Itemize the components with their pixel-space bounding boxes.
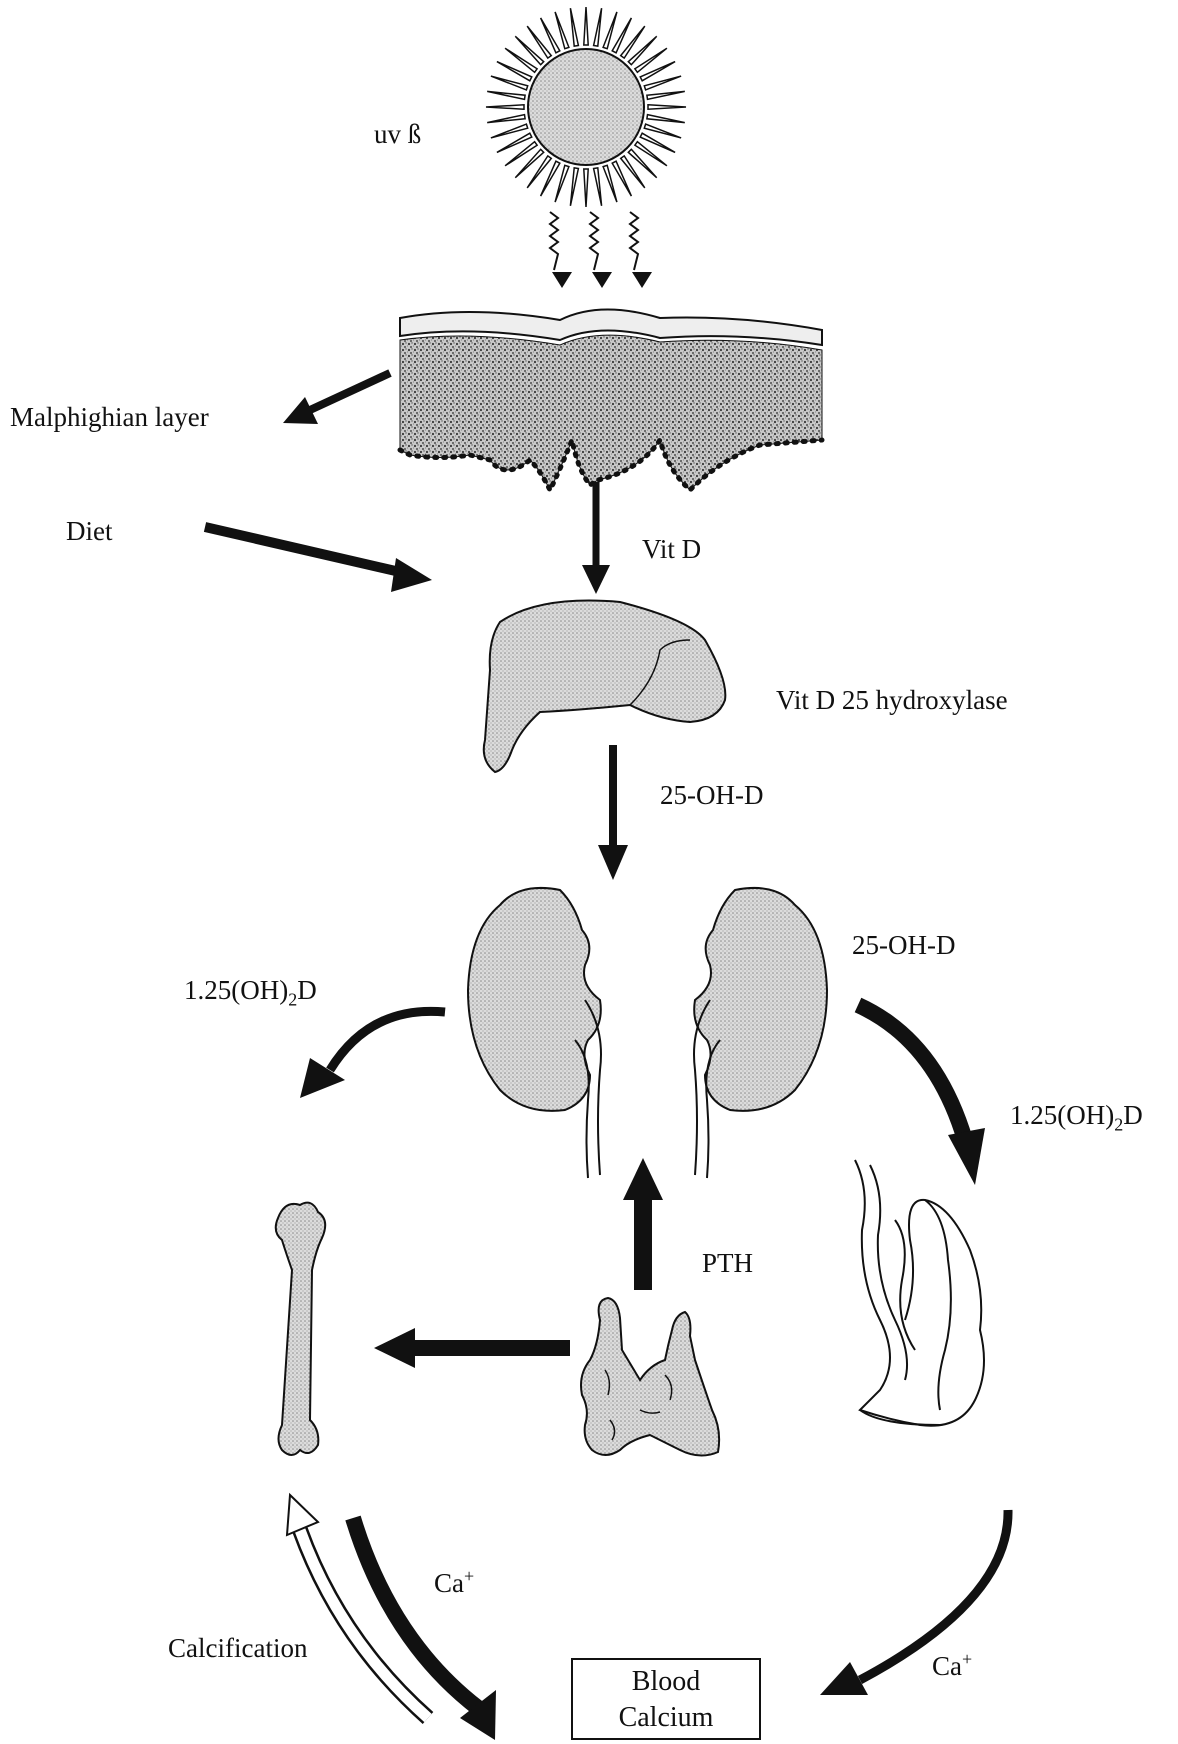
ca-right-sup: +: [962, 1649, 972, 1669]
dihydroxy-left-main: 1.25(OH): [184, 975, 288, 1005]
ca-left-main: Ca: [434, 1568, 464, 1598]
sun-ray: [487, 91, 525, 99]
sun-ray: [584, 7, 588, 45]
sun-ray: [491, 124, 528, 138]
kidney-icon: [468, 888, 827, 1178]
ca-right-label: Ca+: [932, 1650, 972, 1680]
ca-left-label: Ca+: [434, 1567, 474, 1597]
sun-ray: [555, 165, 569, 202]
pth-label: PTH: [702, 1250, 753, 1277]
blood-line-2: Calcium: [573, 1700, 759, 1736]
arrow-pth-up: [623, 1158, 663, 1290]
blood-calcium-box: Blood Calcium: [571, 1658, 761, 1740]
sun-ray: [644, 76, 681, 90]
dihydroxy-left-sub: 2: [288, 989, 297, 1009]
vit-d-label: Vit D: [642, 536, 701, 563]
parathyroid-icon: [581, 1298, 719, 1456]
arrow-intestine-to-blood: [820, 1510, 1008, 1695]
sun-ray: [648, 105, 686, 109]
malpighian-layer-label: Malphighian layer: [10, 404, 209, 431]
bone-icon: [276, 1203, 325, 1455]
liver-25-oh-d-label: 25-OH-D: [660, 782, 763, 809]
dihydroxy-right-main: 1.25(OH): [1010, 1100, 1114, 1130]
dihydroxy-left-label: 1.25(OH)2D: [184, 977, 317, 1008]
sun-ray: [594, 8, 602, 46]
sun-ray: [570, 168, 578, 206]
sun-ray: [491, 76, 528, 90]
ca-right-main: Ca: [932, 1651, 962, 1681]
sun-ray: [644, 124, 681, 138]
arrow-to-bone: [374, 1328, 570, 1368]
sun-ray: [647, 91, 685, 99]
uv-rays-icon: [550, 212, 652, 288]
sun-ray: [570, 8, 578, 46]
dihydroxy-right-label: 1.25(OH)2D: [1010, 1102, 1143, 1133]
arrow-vitd-down: [582, 482, 610, 594]
blood-line-1: Blood: [573, 1664, 759, 1700]
sun-ray: [486, 105, 524, 109]
liver-icon: [484, 601, 726, 772]
sun-ray: [487, 115, 525, 123]
arrow-diet: [205, 527, 432, 592]
arrow-skin-to-malpighian: [283, 373, 390, 424]
intestine-icon: [855, 1160, 984, 1426]
arrow-25ohd-down: [598, 745, 628, 880]
sun-ray: [584, 169, 588, 207]
skin-icon: [400, 309, 822, 490]
sun-ray: [603, 12, 617, 49]
sun-ray: [603, 165, 617, 202]
sun-ray: [555, 12, 569, 49]
dihydroxy-right-sub: 2: [1114, 1114, 1123, 1134]
ca-left-sup: +: [464, 1566, 474, 1586]
arrow-left-curve: [300, 1011, 445, 1098]
hydroxylase-label: Vit D 25 hydroxylase: [776, 687, 1008, 714]
diet-label: Diet: [66, 518, 113, 545]
dihydroxy-left-tail: D: [297, 975, 317, 1005]
sun-icon: [486, 7, 686, 207]
uv-label: uv ß: [374, 121, 421, 148]
sun-ray: [647, 115, 685, 123]
dihydroxy-right-tail: D: [1123, 1100, 1143, 1130]
arrow-right-curve: [858, 1005, 985, 1185]
kidney-25-oh-d-label: 25-OH-D: [852, 932, 955, 959]
sun-ray: [594, 168, 602, 206]
calcification-label: Calcification: [168, 1635, 307, 1662]
